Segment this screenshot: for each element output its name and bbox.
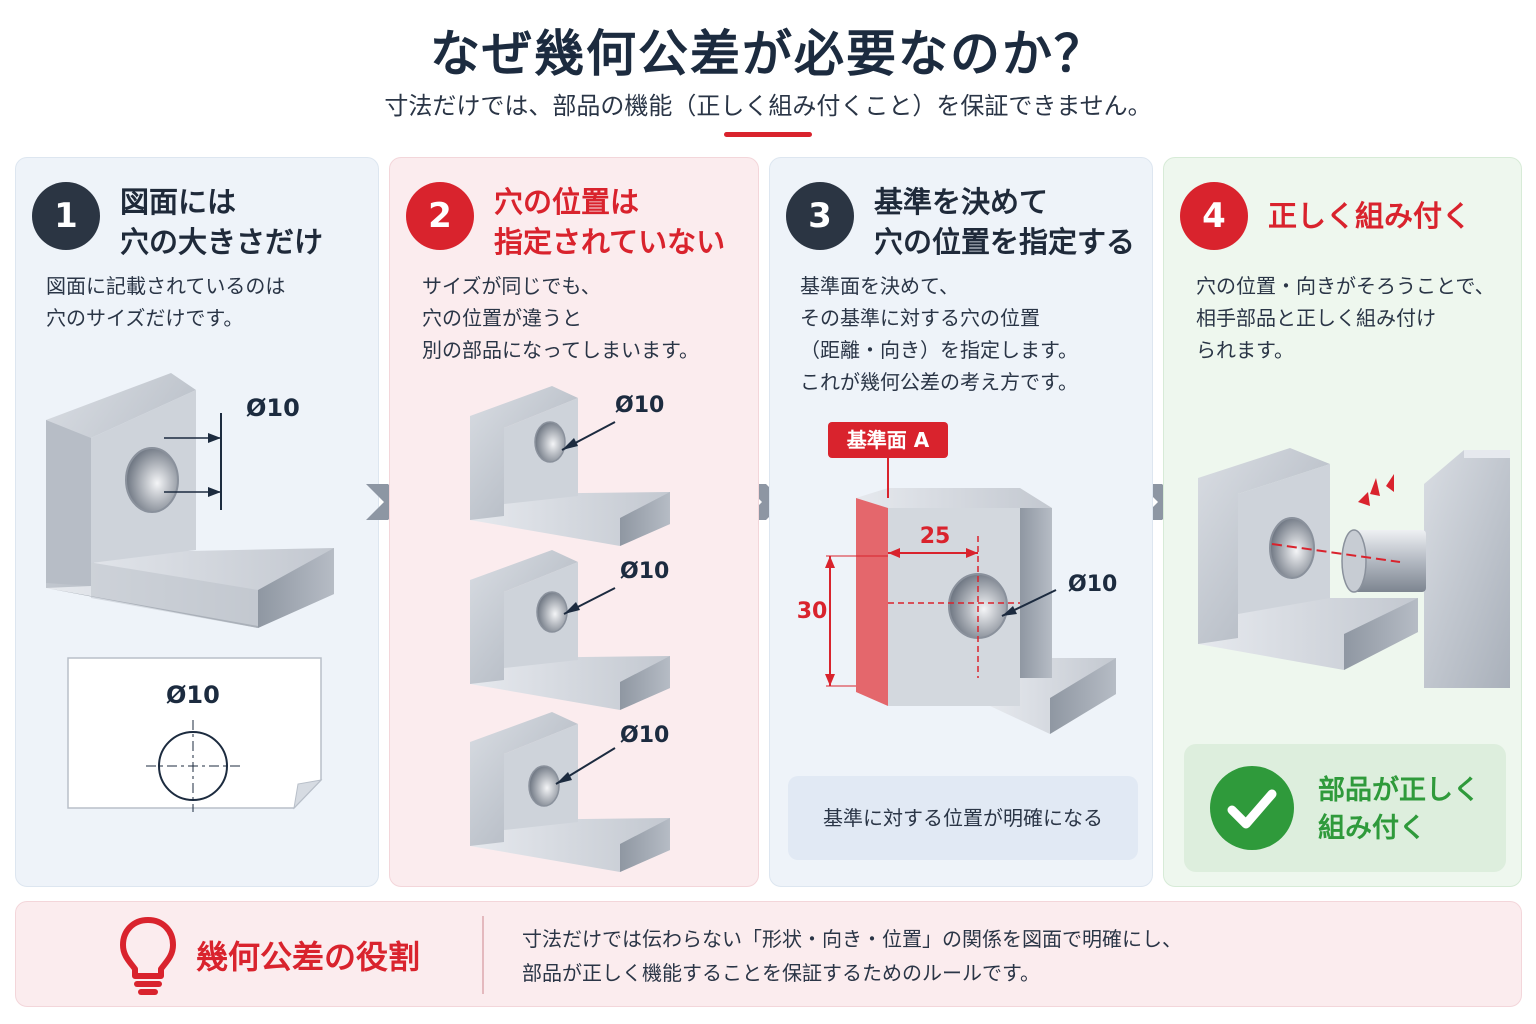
datum-a-tag xyxy=(828,422,948,458)
bracket-with-hole-illustration: Ø10 Ø10 xyxy=(46,373,334,812)
svg-text:Ø10: Ø10 xyxy=(620,559,669,584)
dim-hole-label: Ø10 xyxy=(1068,572,1117,597)
step-number-badge: 1 xyxy=(32,182,100,250)
panel-description: サイズが同じでも、 穴の位置が違うと 別の部品になってしまいます。 xyxy=(422,274,699,362)
panel-step-3: 3 基準を決めて 穴の位置を指定する 基準面を決めて、 その基準に対する穴の位置… xyxy=(769,157,1153,887)
panel-description: 図面に記載されているのは 穴のサイズだけです。 xyxy=(46,274,286,330)
bracket-variant-2: Ø10 xyxy=(470,550,670,710)
result-box: 部品が正しく 組み付く xyxy=(1184,744,1506,872)
panel-step-4: 4 正しく組み付く 穴の位置・向きがそろうことで、 相手部品と正しく組み付け ら… xyxy=(1163,157,1522,887)
footer-text: 寸法だけでは伝わらない「形状・向き・位置」の関係を図面で明確にし、 部品が正しく… xyxy=(522,927,1182,985)
dim-30-label: 30 xyxy=(797,599,828,624)
page-subtitle: 寸法だけでは、部品の機能（正しく組み付くこと）を保証できません。 xyxy=(384,92,1152,120)
drawing-diameter-label: Ø10 xyxy=(166,681,220,709)
position-clear-note: 基準に対する位置が明確になる xyxy=(788,776,1138,860)
three-bracket-variants-illustration: Ø10 Ø10 Ø10 xyxy=(470,386,670,872)
step-number-badge: 2 xyxy=(406,182,474,250)
step-number-badge: 3 xyxy=(786,182,854,250)
panel-description: 穴の位置・向きがそろうことで、 相手部品と正しく組み付け られます。 xyxy=(1196,274,1495,362)
panel-title: 図面には 穴の大きさだけ xyxy=(120,185,324,259)
svg-text:Ø10: Ø10 xyxy=(615,393,664,418)
svg-text:基準面 A: 基準面 A xyxy=(847,428,930,452)
panel-step-1: 1 図面には 穴の大きさだけ 図面に記載されているのは 穴のサイズだけです。 Ø… xyxy=(15,157,379,887)
role-summary-footer: 幾何公差の役割 寸法だけでは伝わらない「形状・向き・位置」の関係を図面で明確にし… xyxy=(15,901,1522,1007)
svg-text:Ø10: Ø10 xyxy=(620,723,669,748)
panel-step-2: 2 穴の位置は 指定されていない サイズが同じでも、 穴の位置が違うと 別の部品… xyxy=(389,157,759,887)
assembly-illustration xyxy=(1198,448,1510,688)
page-title: なぜ幾何公差が必要なのか？ xyxy=(430,25,1106,83)
step-number-badge: 4 xyxy=(1180,182,1248,250)
panel-title: 基準を決めて 穴の位置を指定する xyxy=(874,185,1136,259)
bracket-variant-3: Ø10 xyxy=(470,712,670,872)
datum-bracket-illustration: 基準面 A 25 30 Ø10 xyxy=(797,422,1117,734)
dim-25-label: 25 xyxy=(920,524,951,549)
title-underline xyxy=(724,132,812,137)
footer-title: 幾何公差の役割 xyxy=(196,938,421,976)
panel-title: 正しく組み付く xyxy=(1268,199,1472,233)
result-text: 部品が正しく 組み付く xyxy=(1318,775,1480,844)
hole-diameter-label: Ø10 xyxy=(246,394,300,422)
panel-title: 穴の位置は 指定されていない xyxy=(494,185,726,259)
lightbulb-icon xyxy=(120,917,176,995)
footer-divider xyxy=(482,916,484,994)
panel-description: 基準面を決めて、 その基準に対する穴の位置 （距離・向き）を指定します。 これが… xyxy=(800,274,1078,394)
bracket-variant-1: Ø10 xyxy=(470,386,670,546)
check-circle-icon xyxy=(1210,766,1294,850)
